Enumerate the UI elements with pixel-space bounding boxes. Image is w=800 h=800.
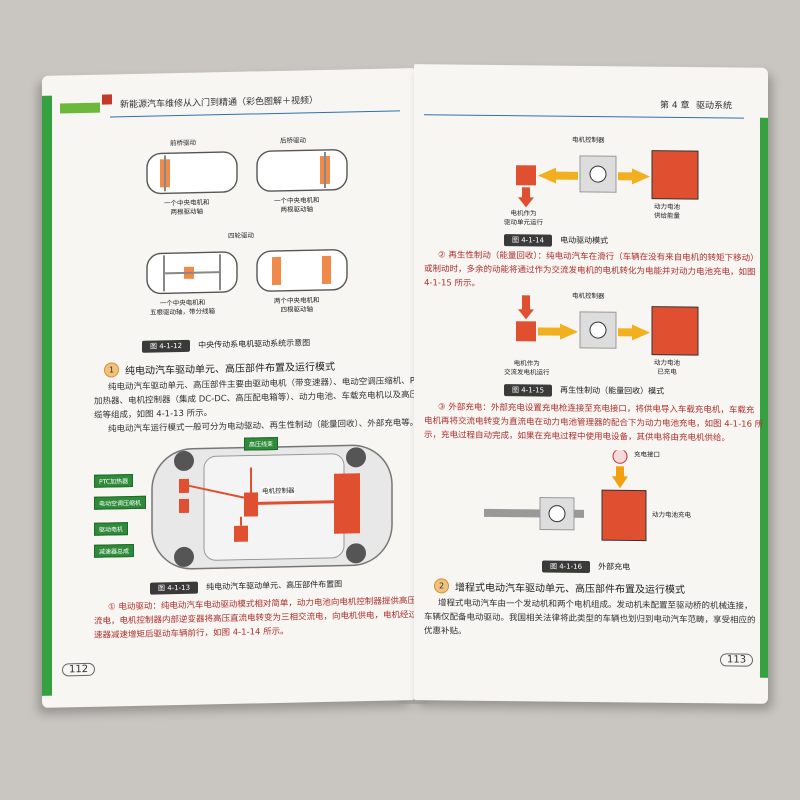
label-drive-motor: 驱动电机 [94, 522, 129, 536]
label-controller: 电机控制器 [572, 135, 605, 145]
label-battery-charging: 动力电池充电 [652, 510, 691, 520]
figure-layout: 高压线束 PTC加热器 电动空调压缩机 驱动电机 减速器总成 电机控制器 [94, 434, 404, 580]
label-motor-controller: 电机控制器 [262, 486, 295, 497]
section-2-heading: 2 增程式电动汽车驱动单元、高压部件布置及运行模式 [434, 578, 685, 596]
figure-central-drive: 前桥驱动 后桥驱动 一个中央电机和 两根驱动轴 一个中央电机和 两根驱动轴 四轮… [142, 131, 362, 336]
caption-number: 图 4-1-16 [542, 559, 591, 573]
para4-line-3: 示，充电过程自动完成，如果在充电过程中使用电设备，其供电将由充电机供给。 [424, 430, 731, 444]
label-controller: 电机控制器 [572, 291, 605, 301]
page-edge-stripe [42, 95, 52, 696]
figure-external-charge: 充电接口 动力电池充电 [484, 448, 724, 552]
external-charge-diagram [484, 448, 647, 542]
section-title: 增程式电动汽车驱动单元、高压部件布置及运行模式 [455, 582, 685, 596]
label-rear-drive: 后桥驱动 [280, 136, 306, 145]
header-title: 新能源汽车维修从入门到精通（彩色图解＋视频） [120, 96, 319, 111]
caption-number: 图 4-1-13 [150, 581, 199, 595]
para3-line-3: 4-1-15 所示。 [424, 278, 480, 289]
electric-drive-diagram [516, 150, 699, 208]
label-hv-harness: 高压线束 [244, 436, 279, 451]
caption-fig-4-1-12: 图 4-1-12 中央传动系电机驱动系统示意图 [142, 336, 310, 353]
high-voltage-layout-diagram [151, 444, 393, 570]
label-ac-compressor: 电动空调压缩机 [94, 495, 147, 510]
figure-electric-drive: 电机控制器 电机作为 驱动单元运行 动力电池 供给能量 [504, 127, 724, 229]
label-rear-desc: 一个中央电机和 两根驱动轴 [274, 196, 320, 214]
header-chapter: 第 4 章 [660, 100, 690, 112]
caption-number: 图 4-1-14 [504, 233, 553, 247]
header-chapter-title: 驱动系统 [696, 101, 733, 112]
right-page: 第 4 章 驱动系统 电机控制器 电机作为 驱动单元运行 动力电池 供给能量 图… [414, 64, 768, 704]
label-four-wheel: 四轮驱动 [228, 231, 254, 240]
section-title: 纯电动汽车驱动单元、高压部件布置及运行模式 [125, 361, 335, 378]
left-page: 新能源汽车维修从入门到精通（彩色图解＋视频） 前桥驱动 后桥驱动 一个中央电机和… [42, 68, 414, 708]
page-number-right: 113 [720, 653, 754, 667]
caption-number: 图 4-1-12 [142, 339, 191, 353]
page-number-left: 112 [62, 662, 96, 677]
label-four-a-desc: 一个中央电机和 五根驱动轴，带分线箱 [150, 298, 215, 317]
label-front-desc: 一个中央电机和 两根驱动轴 [164, 198, 210, 217]
figure-regen: 电机控制器 电机作为 交流发电机运行 动力电池 已充电 [504, 291, 724, 383]
header-ornament-square [102, 94, 112, 105]
label-reducer: 减速器总成 [94, 543, 135, 558]
caption-fig-4-1-16: 图 4-1-16 外部充电 [542, 559, 630, 573]
section-number: 2 [434, 578, 449, 594]
caption-text: 电动驱动模式 [560, 235, 609, 246]
caption-text: 中央传动系电机驱动系统示意图 [198, 338, 311, 350]
caption-text: 再生性制动（能量回收）模式 [560, 385, 665, 396]
caption-fig-4-1-14: 图 4-1-14 电动驱动模式 [504, 233, 608, 247]
label-motor-drive: 电机作为 驱动单元运行 [504, 209, 543, 227]
regen-diagram [516, 295, 699, 356]
label-charge-port: 充电接口 [634, 450, 660, 459]
caption-fig-4-1-15: 图 4-1-15 再生性制动（能量回收）模式 [504, 383, 664, 398]
central-drive-diagram [146, 149, 348, 295]
caption-fig-4-1-13: 图 4-1-13 纯电动汽车驱动单元、高压部件布置图 [150, 578, 342, 595]
label-four-b-desc: 两个中央电机和 四根驱动轴 [274, 296, 320, 314]
label-battery-supply: 动力电池 供给能量 [654, 202, 680, 220]
para5-line-2: 车辆仅配备电动驱动。我国相关法律将此类型的车辆也划归到电动汽车范畴，享受相应的 [424, 612, 756, 626]
header-line [424, 114, 744, 119]
para5-line-3: 优惠补贴。 [424, 626, 467, 637]
page-edge-stripe [760, 117, 768, 678]
label-ptc-heater: PTC加热器 [94, 473, 134, 488]
header-ornament [60, 102, 100, 114]
label-motor-generator: 电机作为 交流发电机运行 [504, 359, 550, 377]
caption-text: 外部充电 [598, 562, 631, 572]
section-1-heading: 1 纯电动汽车驱动单元、高压部件布置及运行模式 [104, 358, 335, 378]
caption-text: 纯电动汽车驱动单元、高压部件布置图 [206, 579, 343, 592]
caption-number: 图 4-1-15 [504, 383, 553, 397]
label-battery-charged: 动力电池 已充电 [654, 358, 680, 376]
para2-line-3: 速器减速增矩后驱动车辆前行，如图 4-1-14 所示。 [94, 626, 289, 641]
section-number: 1 [104, 362, 119, 378]
label-front-drive: 前桥驱动 [170, 138, 196, 148]
